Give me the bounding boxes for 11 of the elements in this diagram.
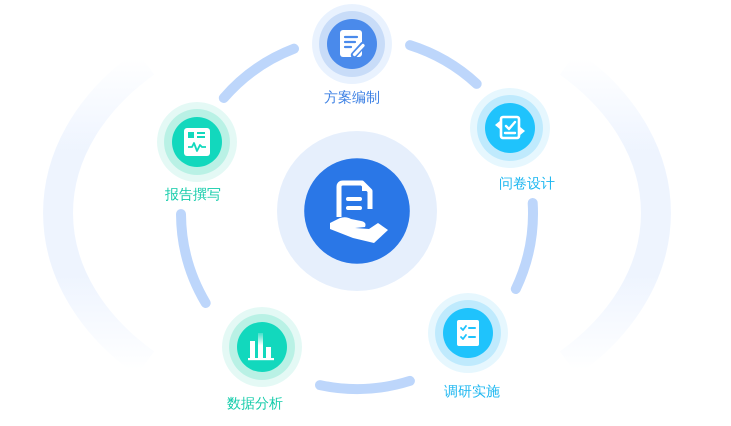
step-label: 调研实施 xyxy=(444,383,500,401)
connector-arc xyxy=(510,198,538,294)
connector-arc xyxy=(315,376,415,394)
step-label: 方案编制 xyxy=(324,89,380,107)
step-label: 报告撰写 xyxy=(165,186,221,204)
step-label: 问卷设计 xyxy=(499,175,555,193)
connector-arc xyxy=(218,44,299,103)
connector-arc xyxy=(176,209,211,308)
step-label: 数据分析 xyxy=(227,395,283,413)
connector-arc xyxy=(405,40,482,89)
document-hand-icon xyxy=(277,131,437,291)
